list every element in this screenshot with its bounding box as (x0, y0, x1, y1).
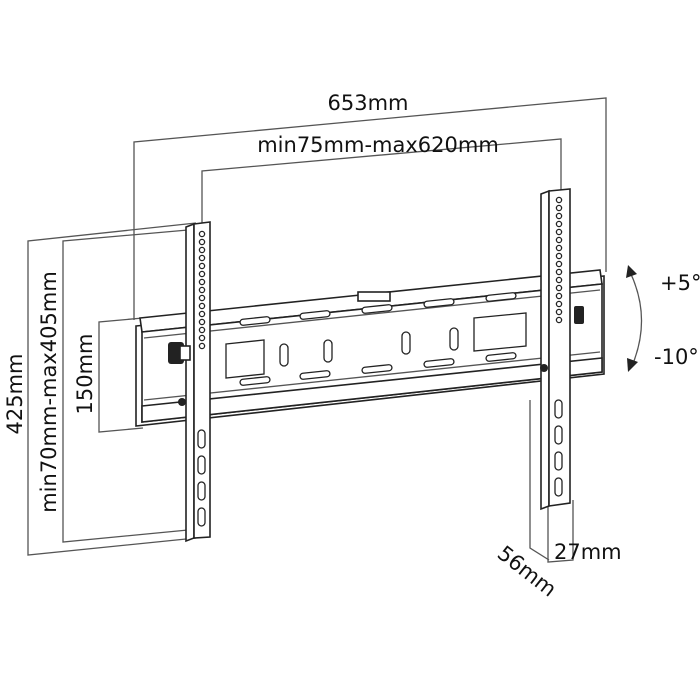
overall-height-label: 425mm (3, 354, 27, 435)
arm-mounting-hole (198, 262, 206, 270)
arm-mounting-hole (198, 238, 206, 246)
vesa-vertical-dimension-line (62, 229, 189, 543)
left-arm-side (185, 222, 195, 543)
tilt-up-label: +5° (660, 271, 700, 295)
wall-depth-dimension-line (529, 400, 550, 561)
arm-mounting-hole (198, 230, 206, 238)
arm-mounting-hole (555, 220, 563, 228)
right-arm (540, 188, 584, 511)
left-arm-holes (198, 230, 206, 350)
arm-width-label: 27mm (554, 540, 622, 564)
wall-plate-clip (357, 291, 391, 302)
wall-plate-window-right (473, 312, 527, 352)
arm-mounting-hole (555, 236, 563, 244)
left-arm-lower-slots (197, 429, 206, 527)
arm-mounting-hole (555, 260, 563, 268)
arm-mounting-hole (198, 302, 206, 310)
arm-mounting-hole (555, 196, 563, 204)
plate-height-dimension-line (98, 317, 144, 433)
arm-mounting-hole (555, 244, 563, 252)
arm-mounting-hole (198, 342, 206, 350)
wall-plate-window-left (225, 339, 265, 379)
arm-mounting-hole (555, 276, 563, 284)
arm-mounting-hole (198, 318, 206, 326)
wall-depth-label: 56mm (493, 541, 561, 602)
wall-plate-vertical-slots (279, 327, 459, 367)
vesa-vertical-label: min70mm-max405mm (37, 271, 61, 513)
arm-mounting-hole (198, 286, 206, 294)
wall-plate (135, 269, 605, 427)
wall-plate-inner-line (143, 351, 601, 401)
left-arm-pivot (178, 398, 186, 406)
arm-mounting-hole (198, 334, 206, 342)
arm-mounting-hole (555, 252, 563, 260)
wall-plate-slots-top (239, 292, 517, 326)
arm-mounting-hole (555, 308, 563, 316)
arm-mounting-hole (555, 228, 563, 236)
right-arm-holes (555, 196, 563, 324)
right-arm-pivot (540, 364, 548, 372)
arm-mounting-hole (555, 300, 563, 308)
plate-height-label: 150mm (73, 334, 97, 415)
arm-mounting-hole (198, 294, 206, 302)
arm-mounting-hole (198, 326, 206, 334)
wall-plate-bottom-rail (141, 357, 603, 423)
arm-mounting-hole (555, 292, 563, 300)
arm-width-dimension-line (547, 500, 574, 563)
wall-plate-inner-line (143, 289, 601, 339)
arm-mounting-hole (198, 270, 206, 278)
arm-mounting-hole (555, 284, 563, 292)
arm-mounting-hole (555, 316, 563, 324)
arm-mounting-hole (198, 278, 206, 286)
vesa-horizontal-dimension-line (201, 138, 562, 228)
arm-mounting-hole (198, 310, 206, 318)
tilt-arrow-up-icon (626, 265, 637, 278)
wall-plate-slots-bottom (239, 352, 517, 386)
vesa-horizontal-label: min75mm-max620mm (257, 133, 499, 157)
arm-mounting-hole (198, 246, 206, 254)
overall-height-dimension-line (27, 222, 197, 556)
right-arm-front (548, 188, 571, 507)
overall-width-label: 653mm (328, 91, 409, 115)
tilt-arc (629, 271, 643, 367)
tilt-arrow-down-icon (627, 358, 638, 372)
arm-mounting-hole (198, 254, 206, 262)
left-arm (168, 221, 211, 543)
arm-mounting-hole (555, 204, 563, 212)
overall-width-dimension-line (133, 97, 607, 320)
arm-mounting-hole (555, 212, 563, 220)
left-arm-lock-knob-base (179, 345, 191, 361)
right-arm-side (540, 189, 550, 511)
right-arm-lock-knob (574, 306, 584, 324)
tilt-down-label: -10° (654, 345, 699, 369)
arm-mounting-hole (555, 268, 563, 276)
right-arm-lower-slots (554, 399, 563, 497)
dimension-lines (27, 97, 643, 563)
